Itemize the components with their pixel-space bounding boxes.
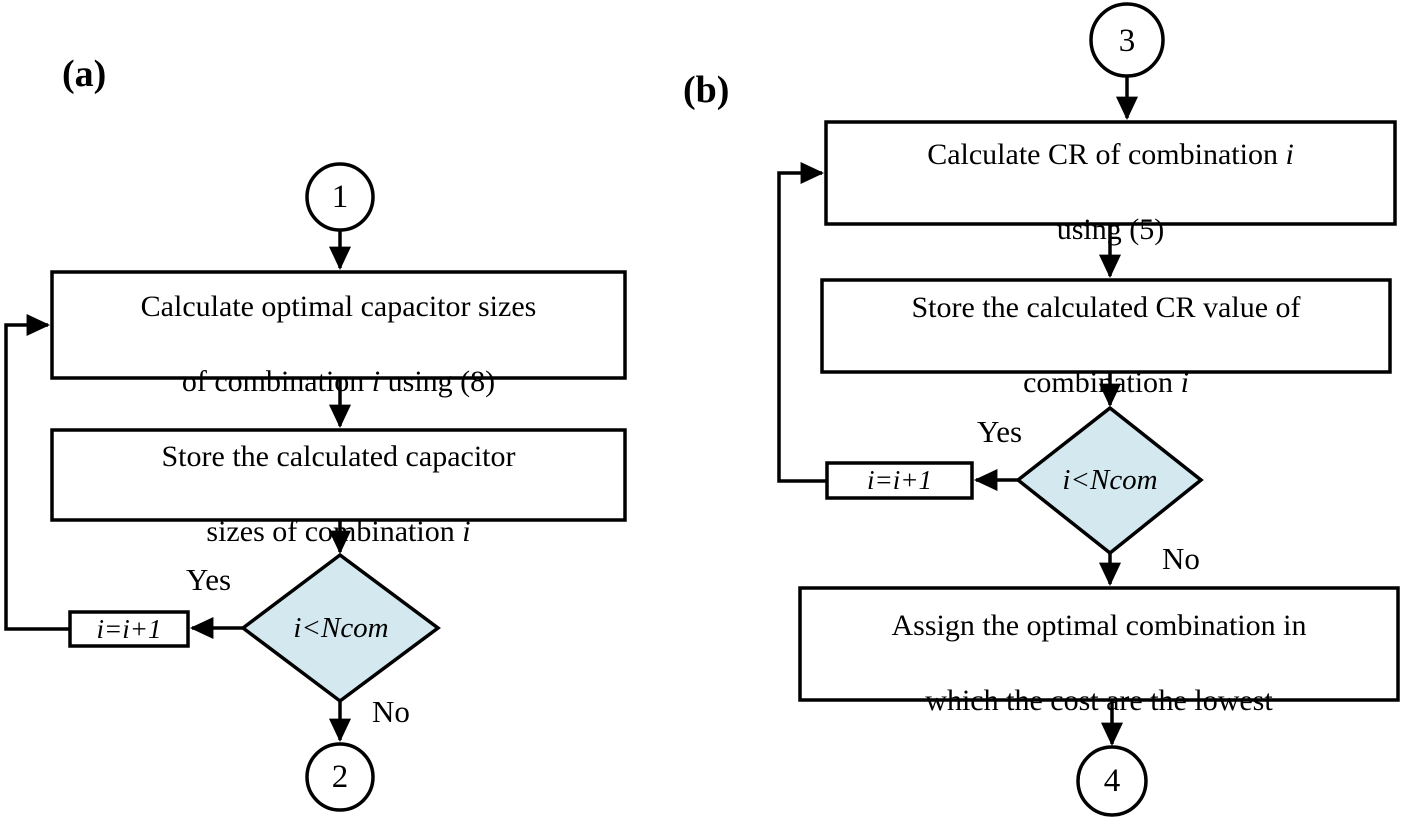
a-yes-label: Yes [186, 562, 232, 597]
a-process-1-box [50, 270, 627, 380]
a-no-label: No [372, 694, 410, 729]
b-edge-feedback-loop [777, 161, 827, 483]
b-process-2-box [820, 278, 1392, 374]
b-no-label: No [1162, 541, 1200, 576]
a-edge-feedback-loop [4, 313, 70, 631]
b-process-3-box [798, 586, 1400, 702]
b-process-1-box [824, 120, 1397, 226]
panel-a-label: (a) [62, 53, 107, 95]
b-increment-label: i=i+1 [867, 465, 932, 495]
b-connector-in-label: 3 [1118, 22, 1136, 59]
a-increment-box [68, 610, 190, 648]
a-connector-in-label: 1 [331, 178, 349, 215]
a-connector-out-label: 2 [331, 758, 349, 795]
a-connector-out-circle [305, 742, 375, 812]
a-process-2-box [50, 428, 627, 522]
a-increment-label: i=i+1 [96, 613, 162, 644]
b-yes-label: Yes [977, 414, 1023, 449]
b-decision-label: i<Ncom [1062, 463, 1158, 496]
b-connector-out-circle [1076, 745, 1148, 817]
panel-b-label: (b) [683, 69, 730, 111]
b-connector-out-label: 4 [1103, 762, 1121, 799]
a-decision-label: i<Ncom [293, 611, 389, 644]
